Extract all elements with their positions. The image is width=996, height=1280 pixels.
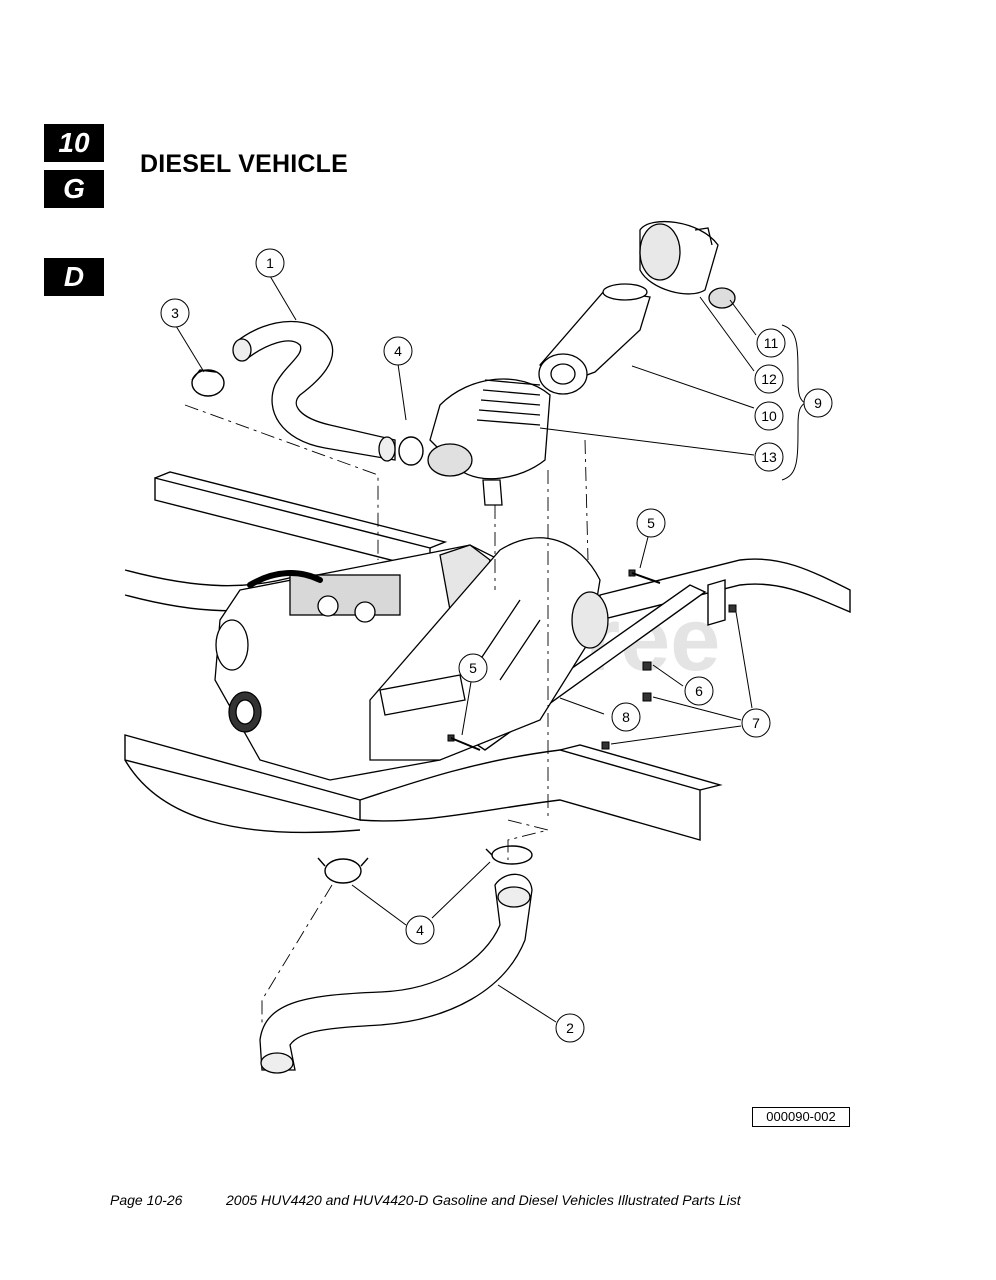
svg-text:3: 3 xyxy=(171,305,179,321)
callout-2: 2 xyxy=(555,1013,585,1043)
assembly-lines xyxy=(184,404,589,1025)
svg-text:1: 1 xyxy=(266,255,274,271)
section-tab-g: G xyxy=(44,170,104,208)
intake-housing xyxy=(369,537,609,761)
callout-8: 8 xyxy=(611,702,641,732)
svg-text:4: 4 xyxy=(416,922,424,938)
callout-3: 3 xyxy=(160,298,190,328)
figure-reference-code: 000090-002 xyxy=(752,1107,850,1127)
callout-13: 13 xyxy=(754,442,784,472)
callout-5-upper: 5 xyxy=(636,508,666,538)
callout-12: 12 xyxy=(754,364,784,394)
hose-clamps xyxy=(191,369,533,884)
svg-text:13: 13 xyxy=(761,449,777,465)
lower-hose xyxy=(259,873,533,1074)
section-tab-10: 10 xyxy=(44,124,104,162)
page-title: DIESEL VEHICLE xyxy=(140,150,348,178)
leader-lines xyxy=(175,275,806,1023)
svg-text:6: 6 xyxy=(695,683,703,699)
callout-9: 9 xyxy=(803,388,833,418)
svg-text:10: 10 xyxy=(761,408,777,424)
footer-document-title: 2005 HUV4420 and HUV4420-D Gasoline and … xyxy=(226,1192,741,1208)
callout-10: 10 xyxy=(754,401,784,431)
callout-4-lower: 4 xyxy=(405,915,435,945)
callout-7: 7 xyxy=(741,708,771,738)
svg-text:5: 5 xyxy=(469,660,477,676)
section-tab-d: D xyxy=(44,258,104,296)
svg-text:8: 8 xyxy=(622,709,630,725)
callout-4-upper: 4 xyxy=(383,336,413,366)
svg-text:7: 7 xyxy=(752,715,760,731)
footer-page-number: Page 10-26 xyxy=(110,1192,183,1208)
callout-6: 6 xyxy=(684,676,714,706)
svg-text:4: 4 xyxy=(394,343,402,359)
svg-text:9: 9 xyxy=(814,395,822,411)
svg-text:12: 12 xyxy=(761,371,777,387)
svg-text:2: 2 xyxy=(566,1020,574,1036)
svg-text:11: 11 xyxy=(764,335,779,351)
svg-text:5: 5 xyxy=(647,515,655,531)
callout-5-lower: 5 xyxy=(458,653,488,683)
callout-1: 1 xyxy=(255,248,285,278)
fasteners xyxy=(447,569,737,751)
upper-hose xyxy=(232,320,396,462)
callout-11: 11 xyxy=(756,328,786,358)
air-cleaner-parts xyxy=(427,220,736,506)
callout-4-left-clamp: 4 xyxy=(0,0,8,3)
